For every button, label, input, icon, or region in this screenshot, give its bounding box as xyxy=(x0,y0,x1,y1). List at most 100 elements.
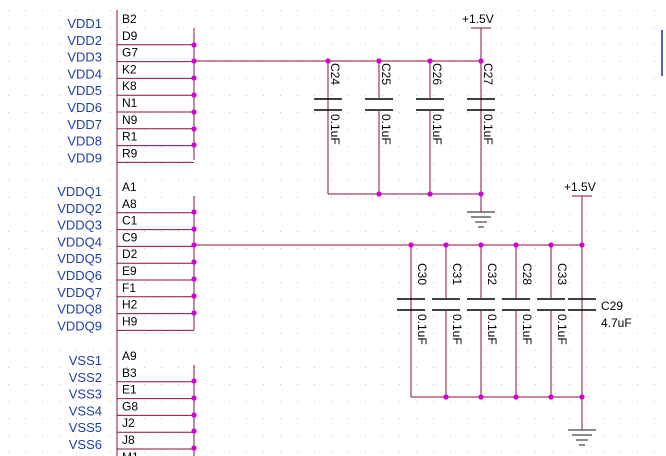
pin-label: E9 xyxy=(122,264,137,278)
junction-dots xyxy=(191,42,585,451)
net-label: VDDQ9 xyxy=(57,318,102,333)
pin-label: N9 xyxy=(122,113,138,127)
net-label: VDDQ3 xyxy=(57,218,102,233)
net-label: VDD9 xyxy=(67,150,102,165)
net-label: VDDQ6 xyxy=(57,268,102,283)
pin-label: H2 xyxy=(122,298,138,312)
net-label: VDD8 xyxy=(67,134,102,149)
net-label: VDD1 xyxy=(67,16,102,31)
cap-ref: C30 xyxy=(415,263,429,285)
net-label: VSS5 xyxy=(69,420,102,435)
capacitor-c30: C30 0.1uF xyxy=(397,245,429,397)
junction-dot xyxy=(191,92,197,98)
cap-ref: C27 xyxy=(481,63,495,85)
net-label: VSS3 xyxy=(69,387,102,402)
net-label: VDD6 xyxy=(67,100,102,115)
junction-dot xyxy=(513,242,519,248)
net-label: VDDQ4 xyxy=(57,234,102,249)
junction-dot xyxy=(513,394,519,400)
pin-label: R9 xyxy=(122,146,138,160)
junction-dot xyxy=(191,428,197,434)
junction-dot xyxy=(579,394,585,400)
pin-label: C1 xyxy=(122,214,138,228)
cap-ref: C24 xyxy=(328,63,342,85)
junction-dot xyxy=(548,394,554,400)
pin-label: J8 xyxy=(122,433,135,447)
pin-label: B2 xyxy=(122,12,137,26)
cap-ref: C33 xyxy=(555,263,569,285)
cap-value: 0.1uF xyxy=(450,314,464,345)
junction-dot xyxy=(191,276,197,282)
cap-ref: C26 xyxy=(430,63,444,85)
cap-value: 0.1uF xyxy=(415,314,429,345)
junction-dot xyxy=(376,191,382,197)
pin-label: F1 xyxy=(122,281,136,295)
junction-dot xyxy=(408,242,414,248)
junction-dot xyxy=(443,242,449,248)
pin-label: E1 xyxy=(122,383,137,397)
pin-label: C9 xyxy=(122,230,138,244)
junction-dot xyxy=(191,75,197,81)
capacitor-c32: C32 0.1uF xyxy=(467,245,499,397)
net-label: VDDQ7 xyxy=(57,285,102,300)
junction-dot xyxy=(191,42,197,48)
power-label: +1.5V xyxy=(564,180,596,194)
bus-wiring xyxy=(193,28,582,456)
cap-ref: C32 xyxy=(485,263,499,285)
ground-symbol xyxy=(467,211,495,228)
junction-dot xyxy=(427,191,433,197)
net-labels: VDD1VDD2VDD3VDD4VDD5VDD6VDD7VDD8VDD9VDDQ… xyxy=(57,16,102,452)
junction-dot xyxy=(191,109,197,115)
junction-dot xyxy=(191,126,197,132)
pin-label: M1 xyxy=(122,450,139,456)
cap-value: 4.7uF xyxy=(601,316,632,330)
pin-label: K2 xyxy=(122,62,137,76)
cap-bank-vddq: +1.5V xyxy=(410,180,596,446)
pin-label: H9 xyxy=(122,314,138,328)
cap-value: 0.1uF xyxy=(520,314,534,345)
capacitor-c29: C29 4.7uF xyxy=(568,298,632,330)
cap-ref: C31 xyxy=(450,263,464,285)
pin-label: A1 xyxy=(122,180,137,194)
capacitor-c28: C28 0.1uF xyxy=(502,245,534,397)
net-label: VDDQ8 xyxy=(57,302,102,317)
net-label: VDDQ1 xyxy=(57,184,102,199)
junction-dot xyxy=(443,394,449,400)
junction-dot xyxy=(191,58,197,64)
cap-value: 0.1uF xyxy=(555,314,569,345)
cap-ref: C28 xyxy=(520,263,534,285)
net-label: VDD5 xyxy=(67,83,102,98)
junction-dot xyxy=(478,191,484,197)
pin-labels: B2D9G7K2K8N1N9R1R9A1A8C1C9D2E9F1H2H9A9B3… xyxy=(117,12,194,456)
junction-dot xyxy=(579,242,585,248)
net-label: VDDQ2 xyxy=(57,201,102,216)
net-label: VSS6 xyxy=(69,437,102,452)
capacitor-c31: C31 0.1uF xyxy=(432,245,464,397)
pin-label: A8 xyxy=(122,197,137,211)
junction-dot xyxy=(191,209,197,215)
junction-dot xyxy=(478,242,484,248)
junction-dot xyxy=(191,395,197,401)
net-label: VSS4 xyxy=(69,403,102,418)
capacitor-c33: C33 0.1uF xyxy=(537,245,569,397)
power-label: +1.5V xyxy=(462,12,494,26)
cap-ref: C29 xyxy=(601,299,623,313)
pin-label: N1 xyxy=(122,96,138,110)
cap-value: 0.1uF xyxy=(485,314,499,345)
junction-dot xyxy=(191,412,197,418)
junction-dot xyxy=(191,445,197,451)
junction-dot xyxy=(191,226,197,232)
net-label: VDD2 xyxy=(67,33,102,48)
junction-dot xyxy=(548,242,554,248)
pin-label: D2 xyxy=(122,247,138,261)
cap-bank-vdd: +1.5V xyxy=(327,12,495,228)
junction-dot xyxy=(325,58,331,64)
junction-dot xyxy=(376,58,382,64)
junction-dot xyxy=(427,58,433,64)
junction-dot xyxy=(191,259,197,265)
junction-dot xyxy=(191,310,197,316)
